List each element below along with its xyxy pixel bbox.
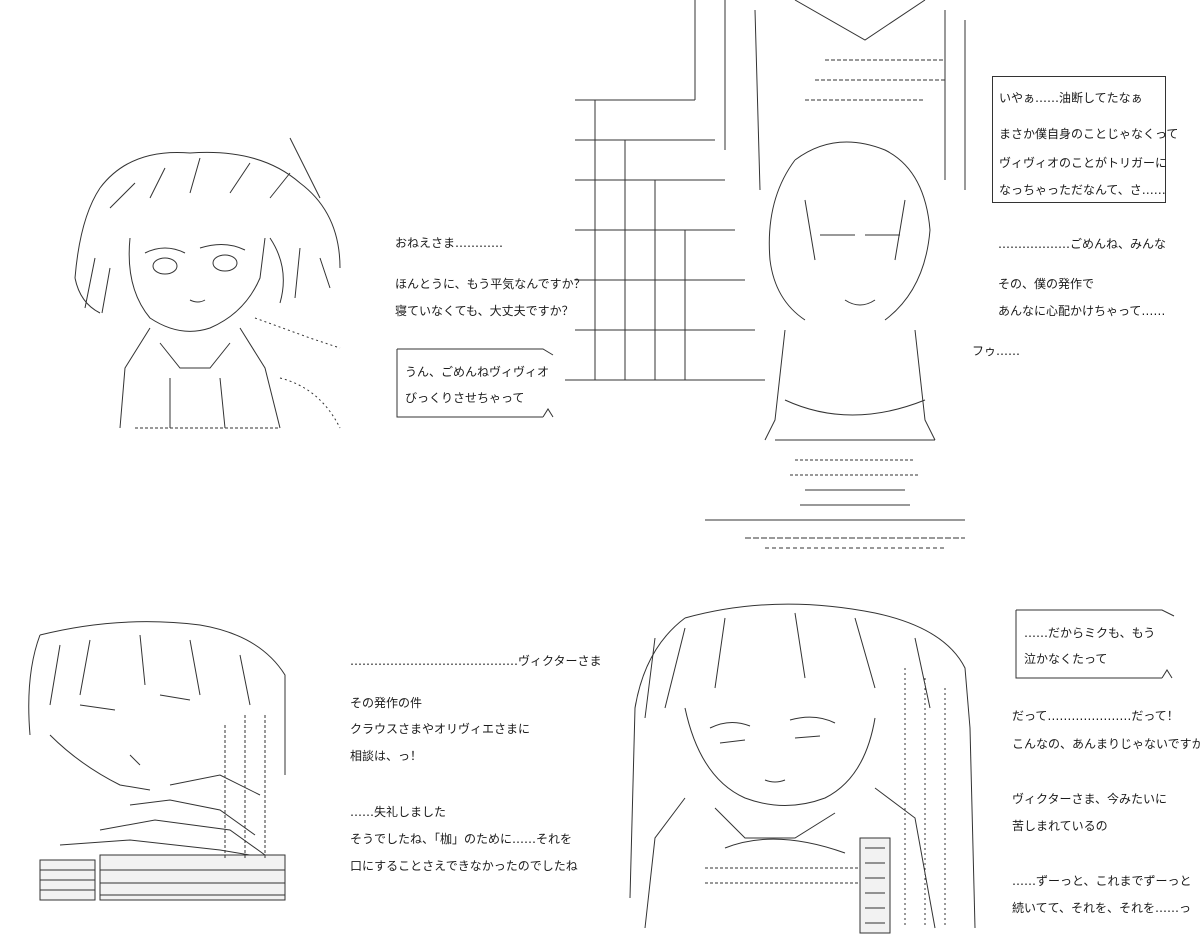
panel2-dialog-1: ………………ごめんね、みんな: [998, 237, 1167, 251]
panel1-bubble-line-1: うん、ごめんねヴィヴィオ: [405, 365, 550, 379]
panel2-box-line-2: まさか僕自身のことじゃなくって: [999, 127, 1179, 141]
panel4-dialog-3: ヴィクターさま、今みたいに: [1012, 792, 1168, 806]
panel2-box-line-1: いやぁ……油断してたなぁ: [999, 91, 1143, 105]
panel4-speech-bubble: ……だからミクも、もう 泣かなくたって: [1012, 604, 1184, 684]
panel4-dialog-2: こんなの、あんまりじゃないですか！: [1012, 737, 1200, 751]
panel3-dialog-6: そうでしたね、「枷」のために……それを: [350, 832, 573, 846]
panel4-dialog-5: ……ずーっと、これまでずーっと: [1012, 874, 1192, 888]
panel4-dialog-4: 苦しまれているの: [1012, 819, 1108, 833]
panel3-dialog-3: クラウスさまやオリヴィエさまに: [350, 722, 531, 736]
panel2-box-line-4: なっちゃっただなんて、さ……: [999, 183, 1166, 197]
panel3-dialog-7: 口にすることさえできなかったのでしたね: [350, 859, 578, 873]
panel2-narration-box: いやぁ……油断してたなぁ まさか僕自身のことじゃなくって ヴィヴィオのことがトリ…: [992, 76, 1178, 203]
panel4-character-art: [625, 598, 995, 938]
panel3-dialog-2: その発作の件: [350, 696, 423, 710]
panel1-dialog-2: ほんとうに、もう平気なんですか？: [395, 277, 586, 291]
panel1-bubble-line-2: びっくりさせちゃって: [405, 391, 525, 405]
panel4-dialog-6: 続いてて、それを、それを……っ: [1012, 901, 1192, 915]
panel3-dialog-4: 相談は、っ！: [350, 749, 423, 763]
panel4-dialog-1: だって…………………だって！: [1012, 709, 1179, 723]
panel2-character-art: [565, 0, 985, 555]
panel2-dialog-2: その、僕の発作で: [998, 277, 1095, 291]
panel1-dialog-1: おねえさま…………: [395, 236, 504, 250]
panel2-sigh: フゥ……: [972, 344, 1021, 358]
panel1-speech-bubble: うん、ごめんねヴィヴィオ びっくりさせちゃって: [393, 343, 563, 423]
panel3-dialog-1: ……………………………………ヴィクターさま: [350, 654, 602, 668]
panel1-dialog-3: 寝ていなくても、大丈夫ですか？: [395, 304, 574, 318]
panel3-dialog-5: ……失礼しました: [350, 805, 447, 819]
panel2-dialog-3: あんなに心配かけちゃって……: [998, 304, 1166, 318]
panel1-character-art: [40, 128, 380, 438]
panel4-bubble-line-1: ……だからミクも、もう: [1024, 626, 1156, 640]
panel4-bubble-line-2: 泣かなくたって: [1024, 652, 1108, 666]
panel2-box-line-3: ヴィヴィオのことがトリガーに: [999, 156, 1168, 170]
panel3-character-art: [20, 615, 300, 905]
